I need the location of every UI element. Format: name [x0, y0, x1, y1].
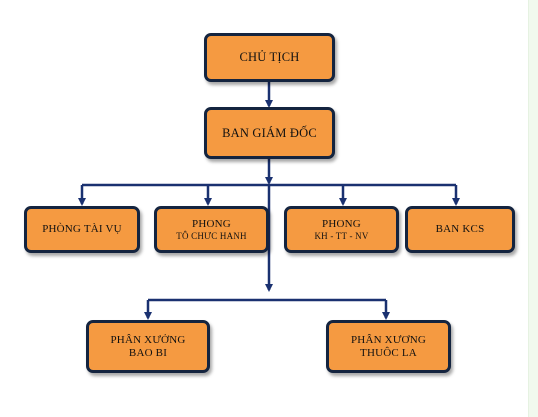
cigarette-workshop-label-2: THUÔC LA — [360, 346, 417, 359]
planning-department-label-1: PHONG — [322, 218, 361, 230]
planning-department-label-2: KH - TT - NV — [314, 230, 369, 241]
administration-department-label-2: TÔ CHƯC HANH — [176, 230, 247, 241]
packaging-workshop-box: PHÂN XƯỞNG BAO BI — [86, 320, 210, 373]
finance-department-box: PHÒNG TÀI VỤ — [24, 206, 140, 253]
right-edge-strip — [528, 0, 538, 417]
planning-department-box: PHONG KH - TT - NV — [284, 206, 399, 253]
chairman-box: CHỦ TỊCH — [204, 33, 335, 82]
board-of-directors-label: BAN GIÁM ĐỐC — [222, 125, 317, 140]
administration-department-box: PHONG TÔ CHƯC HANH — [154, 206, 269, 253]
administration-department-label-1: PHONG — [192, 218, 231, 230]
cigarette-workshop-label-1: PHÂN XƯƠNG — [350, 333, 426, 346]
packaging-workshop-label-1: PHÂN XƯỞNG — [110, 333, 186, 346]
packaging-workshop-label-2: BAO BI — [128, 346, 168, 359]
cigarette-workshop-box: PHÂN XƯƠNG THUÔC LA — [326, 320, 451, 373]
board-of-directors-box: BAN GIÁM ĐỐC — [204, 107, 335, 159]
kcs-board-box: BAN KCS — [405, 206, 515, 253]
chairman-label: CHỦ TỊCH — [239, 50, 300, 65]
kcs-board-label: BAN KCS — [435, 223, 485, 236]
finance-department-label: PHÒNG TÀI VỤ — [42, 223, 122, 236]
